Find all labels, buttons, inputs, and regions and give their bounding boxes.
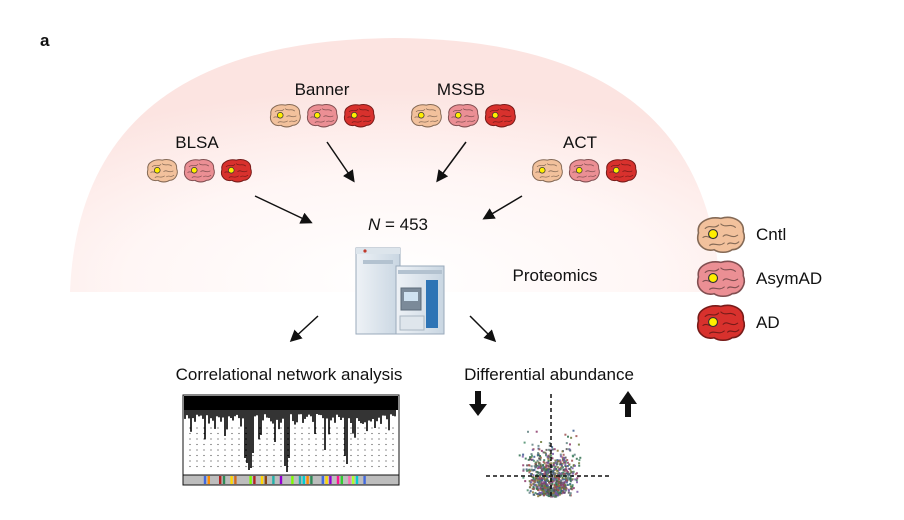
sample-size-variable: N [368,215,381,234]
brain-icon-0 [531,159,563,183]
panel-label: a [40,31,50,50]
brain-icon-2 [605,159,637,183]
brain-icon-1 [696,260,745,298]
legend-label-cntl: Cntl [756,225,786,244]
brain-icon-0 [410,104,442,128]
arrow-to-differential [469,315,497,343]
brain-icon-0 [146,159,178,183]
site-label-act: ACT [563,133,597,152]
legend-brain-cntl [696,216,745,254]
output-network-label: Correlational network analysis [176,365,403,384]
brain-group-banner [269,104,375,128]
brain-icon-1 [568,159,600,183]
legend-label-ad: AD [756,313,780,332]
background-arc [70,38,720,292]
dendrogram-grid-dots [189,427,394,468]
legend-label-asymad: AsymAD [756,269,822,288]
legend-brain-asymad [696,260,745,298]
arrow-mssb [436,141,467,183]
brain-icon-1 [183,159,215,183]
up-arrow-icon [619,391,637,417]
site-label-banner: Banner [295,80,350,99]
sample-size: N = 453 [368,215,428,234]
brain-group-act [531,159,637,183]
arrow-to-network [289,315,319,343]
brain-icon-1 [447,104,479,128]
brain-icon-1 [306,104,338,128]
network-dendrogram-thumbnail [182,394,400,486]
output-differential-label: Differential abundance [464,365,634,384]
volcano-points [518,429,582,498]
legend-brain-ad [696,304,745,342]
volcano-plot-thumbnail [486,394,612,498]
legend: Cntl AsymAD AD [696,216,822,342]
site-label-blsa: BLSA [175,133,219,152]
down-arrow-icon [469,391,487,416]
dendrogram-branches [184,396,398,472]
brain-group-blsa [146,159,252,183]
sample-size-value: 453 [400,215,428,234]
arrow-blsa [254,195,313,224]
module-color-strip [182,474,400,486]
brain-icon-0 [696,216,745,254]
arrow-act [482,195,523,220]
brain-icon-2 [343,104,375,128]
brain-icon-2 [220,159,252,183]
method-label: Proteomics [512,266,597,285]
sample-size-equals: = [380,215,399,234]
brain-icon-2 [484,104,516,128]
mass-spectrometer-icon [355,247,445,335]
site-label-mssb: MSSB [437,80,485,99]
arrow-banner [326,141,355,183]
brain-group-mssb [410,104,516,128]
brain-icon-0 [269,104,301,128]
brain-icon-2 [696,304,745,342]
